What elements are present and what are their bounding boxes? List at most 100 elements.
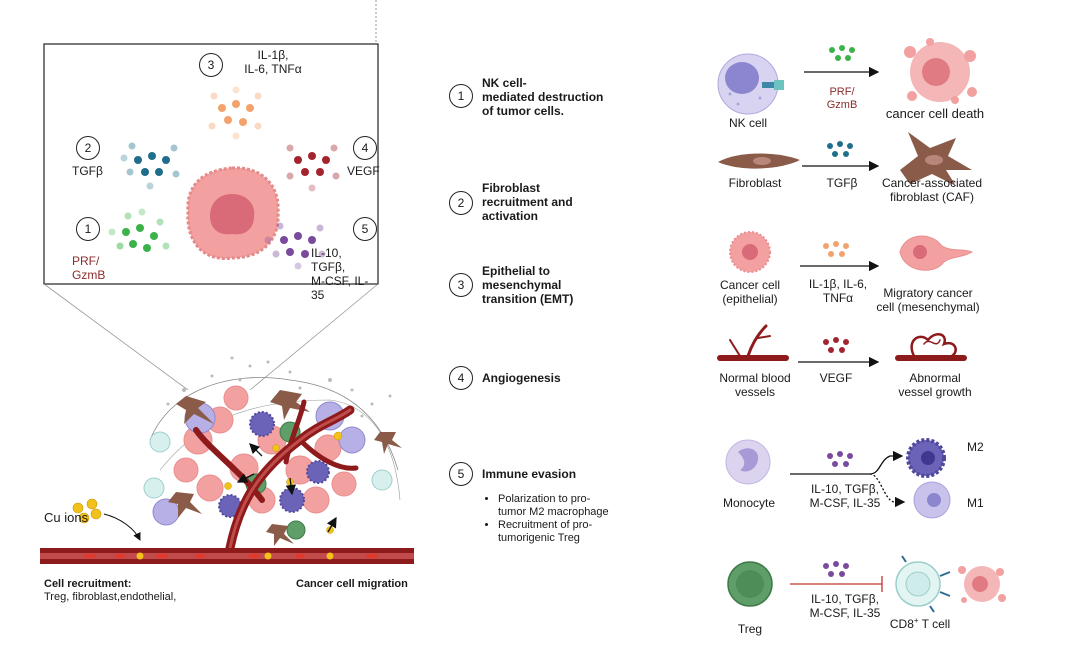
abnormal-vessel-label: Abnormal vessel growth [880, 371, 990, 399]
inset-label-5: IL-10, TGFβ, M-CSF, IL-35 [311, 246, 377, 302]
inset-label-1: PRF/ GzmB [72, 254, 105, 282]
bullet-treg-line2: tumorigenic Treg [498, 532, 580, 544]
bullet-m2-line1: Polarization to pro- [498, 493, 591, 505]
prf-line: PRF/ [829, 86, 855, 98]
cd8-text: CD8 [889, 617, 914, 631]
mech-title-1: NK cell- mediated destruction of tumor c… [482, 76, 603, 118]
zoom-line-left [43, 283, 189, 391]
abnormal-line1: Abnormal [909, 371, 961, 385]
cancer-migration-label: Cancer cell migration [296, 578, 408, 590]
inset-label-2: TGFβ [72, 164, 103, 178]
epithelial-line2: (epithelial) [722, 292, 778, 306]
inset-label-3-line1: IL-1β, [257, 48, 289, 62]
m1-macrophage-graphic [913, 481, 951, 519]
mono-cyto-line2: M-CSF, IL-35 [809, 496, 881, 510]
cd8-label: CD8+ T cell [880, 614, 960, 631]
caf-line2: fibroblast (CAF) [889, 190, 975, 204]
m2-label: M2 [967, 440, 984, 454]
cd8-rest: T cell [918, 617, 951, 631]
dying-cancer-cell-graphic [958, 566, 1006, 603]
inset-label-1-line2: GzmB [72, 268, 106, 282]
tgfb-small-dots [827, 141, 853, 157]
nk-cell-label: NK cell [728, 116, 767, 130]
epithelial-label: Cancer cell (epithelial) [712, 278, 788, 306]
m1-label: M1 [967, 496, 984, 510]
vegf-label: VEGF [819, 371, 853, 385]
migratory-line2: cell (mesenchymal) [876, 300, 980, 314]
tumor-scene [40, 356, 414, 564]
mono-cyto-line1: IL-10, TGFβ, [810, 482, 880, 496]
cancer-death-graphic [904, 38, 977, 104]
treg-inhibit-arrow [790, 576, 883, 592]
mech-1-line1: NK cell- [482, 76, 527, 90]
normal-vessel-graphic [717, 324, 789, 361]
treg-cytokine-label: IL-10, TGFβ, M-CSF, IL-35 [800, 592, 890, 620]
migratory-label: Migratory cancer cell (mesenchymal) [868, 286, 988, 314]
mech-2-line3: activation [482, 209, 539, 223]
normal-line2: vessels [734, 385, 775, 399]
bullet-treg: Recruitment of pro-tumorigenic Treg [498, 519, 644, 545]
il10-small-dots [827, 451, 853, 467]
mech-num-3: 3 [449, 273, 473, 297]
bullet-treg-line1: Recruitment of pro- [498, 519, 593, 531]
mech-num-4: 4 [449, 366, 473, 390]
tgfb-label: TGFβ [826, 176, 858, 190]
emt-cytokine-label: IL-1β, IL-6, TNFα [800, 277, 876, 305]
abnormal-vessel-graphic [895, 332, 967, 361]
mech-title-4: Angiogenesis [482, 371, 561, 385]
mech-3-line1: Epithelial to [482, 264, 551, 278]
mech-title-5: Immune evasion [482, 467, 577, 481]
zoom-line-right [249, 283, 379, 391]
inset-num-4: 4 [353, 136, 377, 160]
il1-dots [208, 86, 262, 140]
vegf-dots [286, 144, 340, 192]
monocyte-cytokine-label: IL-10, TGFβ, M-CSF, IL-35 [800, 482, 890, 510]
caf-label: Cancer-associated fibroblast (CAF) [872, 176, 992, 204]
emt-cyto-line2: TNFα [822, 291, 854, 305]
abnormal-line2: vessel growth [898, 385, 972, 399]
m2-macrophage-graphic [906, 438, 946, 478]
mech-num-2: 2 [449, 191, 473, 215]
inset-label-4: VEGF [347, 164, 380, 178]
treg-graphic [727, 561, 773, 607]
mech-title-2: Fibroblast recruitment and activation [482, 181, 573, 223]
treg-cyto-line2: M-CSF, IL-35 [809, 606, 881, 620]
tgfb-dots [120, 142, 180, 190]
inset-num-1: 1 [76, 217, 100, 241]
inset-label-1-line1: PRF/ [72, 254, 100, 268]
inset-num-5: 5 [353, 217, 377, 241]
monocyte-label: Monocyte [722, 496, 776, 510]
mech-title-3: Epithelial to mesenchymal transition (EM… [482, 264, 573, 306]
cd8-cell-graphic [895, 555, 951, 613]
cu-ions-label: Cu ions [44, 510, 89, 525]
inset-label-5-line2: M-CSF, IL-35 [311, 274, 369, 302]
mech-2-line2: recruitment and [482, 195, 573, 209]
treg-label: Treg [737, 622, 763, 636]
mech-3-line2: mesenchymal [482, 278, 562, 292]
inset-label-3-line2: IL-6, TNFα [244, 62, 302, 76]
nk-cell [717, 53, 784, 115]
fibroblast-label: Fibroblast [728, 176, 782, 190]
immune-evasion-bullets: Polarization to pro-tumor M2 macrophage … [484, 493, 644, 545]
mech-num-1: 1 [449, 84, 473, 108]
bullet-m2-line2: tumor M2 macrophage [498, 506, 609, 518]
mech-2-line1: Fibroblast [482, 181, 541, 195]
inset-num-2: 2 [76, 136, 100, 160]
il10-treg-dots [823, 561, 849, 577]
bullet-m2: Polarization to pro-tumor M2 macrophage [498, 493, 644, 519]
inset-label-5-line1: IL-10, TGFβ, [311, 246, 346, 274]
mech-1-line3: of tumor cells. [482, 104, 565, 118]
m1-arrow [869, 473, 906, 508]
epithelial-cancer-cell [729, 231, 771, 273]
il1-small-dots [823, 241, 849, 257]
normal-vessel-label: Normal blood vessels [712, 371, 798, 399]
prf-small-dots [829, 45, 855, 61]
cell-recruitment-title: Cell recruitment: [44, 578, 132, 590]
prf-gzmb-label: PRF/ GzmB [812, 86, 872, 112]
il10-dots [264, 222, 326, 270]
inset-cancer-cell [186, 166, 280, 260]
monocyte-graphic [725, 439, 771, 485]
caf-line1: Cancer-associated [881, 176, 983, 190]
cancer-death-label: cancer cell death [885, 106, 985, 121]
